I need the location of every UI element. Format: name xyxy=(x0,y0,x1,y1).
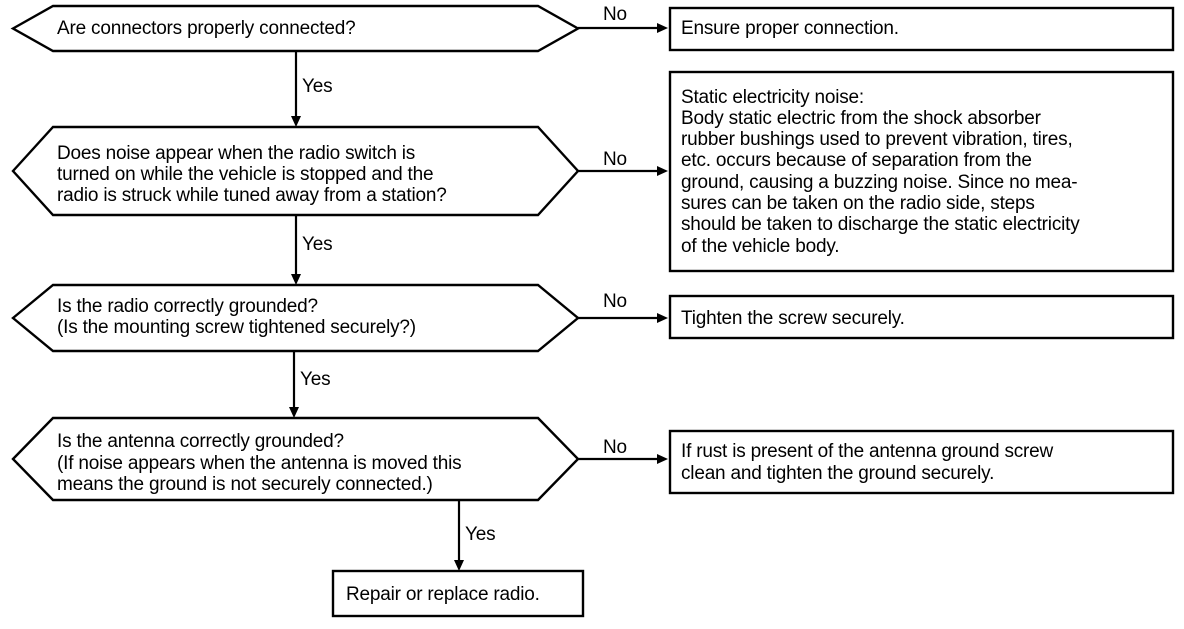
action-4-box xyxy=(668,429,1175,495)
decision-4-line-1: Is the antenna correctly grounded? xyxy=(57,431,344,452)
action-2-line-4: etc. occurs because of separation from t… xyxy=(681,150,1032,171)
edge-label-no-4: No xyxy=(603,437,627,458)
yes-arrowhead-3 xyxy=(289,407,299,418)
edge-label-no-2: No xyxy=(603,149,627,170)
edge-label-yes-2: Yes xyxy=(302,234,333,255)
action-2-line-1: Static electricity noise: xyxy=(681,87,864,108)
no-arrowhead-2 xyxy=(657,166,668,176)
no-arrowhead-4 xyxy=(657,454,668,464)
edge-label-no-1: No xyxy=(603,4,627,25)
action-2-line-7: should be taken to discharge the static … xyxy=(681,214,1080,235)
edge-label-yes-4: Yes xyxy=(465,524,496,545)
yes-arrowhead-4 xyxy=(454,560,464,571)
action-2-line-2: Body static electric from the shock abso… xyxy=(681,108,1041,129)
action-1-text: Ensure proper connection. xyxy=(681,18,899,39)
no-arrowhead-3 xyxy=(657,313,668,323)
action-1-box xyxy=(668,6,1175,52)
action-2-line-6: sures can be taken on the radio side, st… xyxy=(681,193,1035,214)
decision-1-line-1: Are connectors properly connected? xyxy=(57,18,356,39)
action-3-box xyxy=(668,294,1175,340)
decision-2-line-1: Does noise appear when the radio switch … xyxy=(57,143,416,164)
final-action-box xyxy=(331,569,585,618)
action-4-line-2: clean and tighten the ground securely. xyxy=(681,463,995,484)
action-2-line-8: of the vehicle body. xyxy=(681,236,840,257)
final-action-text: Repair or replace radio. xyxy=(346,584,540,605)
action-3-text: Tighten the screw securely. xyxy=(681,308,905,329)
decision-3-line-2: (Is the mounting screw tightened securel… xyxy=(57,317,416,338)
edge-label-no-3: No xyxy=(603,291,627,312)
action-2-box xyxy=(668,70,1175,273)
action-2-line-3: rubber bushings used to prevent vibratio… xyxy=(681,129,1073,150)
yes-arrowhead-2 xyxy=(291,274,301,285)
edge-label-yes-1: Yes xyxy=(302,76,333,97)
yes-arrowhead-1 xyxy=(291,116,301,127)
decision-4-line-3: means the ground is not securely connect… xyxy=(57,474,433,495)
action-4-line-1: If rust is present of the antenna ground… xyxy=(681,441,1054,462)
no-arrowhead-1 xyxy=(657,23,668,33)
decision-2-line-3: radio is struck while tuned away from a … xyxy=(57,185,447,206)
edge-label-yes-3: Yes xyxy=(300,369,331,390)
decision-3-line-1: Is the radio correctly grounded? xyxy=(57,296,318,317)
decision-4-line-2: (If noise appears when the antenna is mo… xyxy=(57,453,462,474)
action-2-line-5: ground, causing a buzzing noise. Since n… xyxy=(681,172,1078,193)
decision-2-line-2: turned on while the vehicle is stopped a… xyxy=(57,164,434,185)
